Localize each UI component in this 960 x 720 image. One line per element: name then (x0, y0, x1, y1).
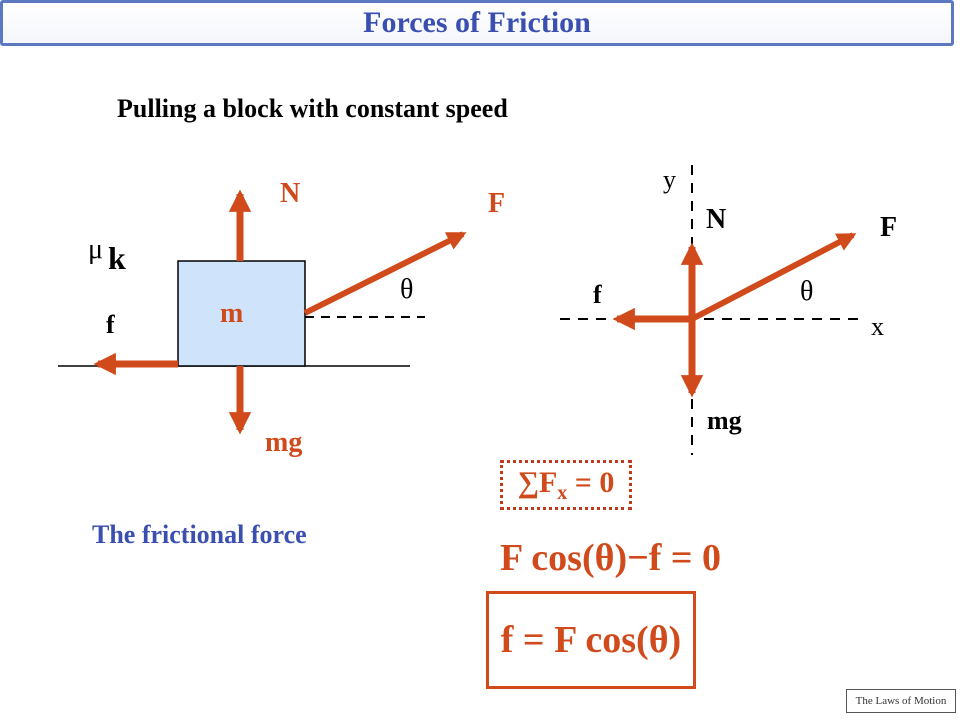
left-friction-label: f (106, 310, 115, 339)
applied-force-arrow (303, 231, 467, 316)
result-equation: f = F cos(θ) (500, 619, 682, 661)
fbd-force-arrow (690, 232, 857, 322)
result-equation-box: f = F cos(θ) (486, 591, 696, 689)
mass-label: m (220, 298, 244, 329)
subtitle: Pulling a block with constant speed (117, 94, 508, 123)
y-axis-label: y (663, 165, 676, 194)
sum-symbol: ∑ (517, 465, 539, 499)
title-bar: Forces of Friction (0, 0, 954, 46)
x-axis-label: x (871, 312, 884, 341)
frictional-force-caption: The frictional force (92, 520, 307, 549)
sum-rhs: = 0 (574, 465, 615, 499)
fbd-force-label: F (880, 212, 898, 243)
mu-subscript: k (108, 240, 126, 276)
fbd-weight-label: mg (707, 406, 742, 435)
block (177, 260, 306, 367)
sum-forces-equation: ∑Fx = 0 (518, 466, 615, 505)
mu-symbol: μ (88, 234, 104, 265)
slide-title: Forces of Friction (363, 6, 591, 39)
footer-label: The Laws of Motion (846, 689, 956, 713)
fbd-friction-label: f (593, 280, 602, 309)
left-weight-label: mg (265, 427, 303, 458)
sum-forces-equation-box: ∑Fx = 0 (500, 460, 632, 510)
left-angle-label: θ (400, 274, 414, 305)
sum-variable: F (538, 465, 558, 499)
left-force-label: F (488, 188, 506, 219)
fbd-angle-label: θ (800, 276, 814, 307)
fbd-normal-label: N (706, 204, 727, 235)
balance-equation: F cos(θ)−f = 0 (500, 537, 722, 579)
left-normal-label: N (280, 178, 301, 209)
sum-subscript: x (557, 481, 568, 504)
